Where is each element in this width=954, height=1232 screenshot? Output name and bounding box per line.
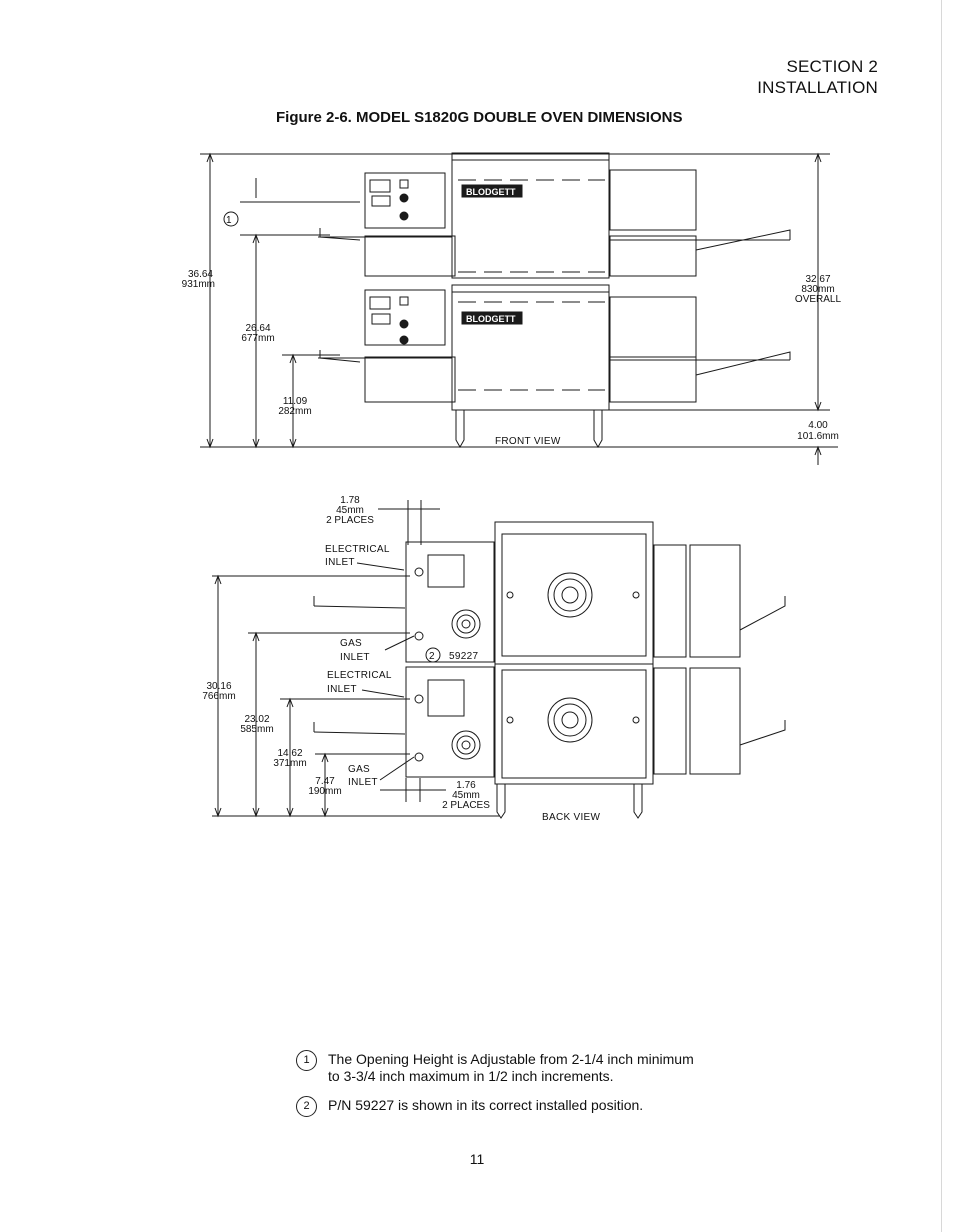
front-dim-leg-in: 4.00 xyxy=(808,420,828,431)
front-dim-lower-in: 11.09 xyxy=(283,396,308,407)
note-1: 1 The Opening Height is Adjustable from … xyxy=(296,1050,796,1090)
back-electrical-inlet-lower: ELECTRICAL xyxy=(327,670,392,681)
note-2: 2 P/N 59227 is shown in its correct inst… xyxy=(296,1096,796,1118)
back-dim-d3-in: 14.62 xyxy=(277,748,302,759)
front-dim-overall-label: OVERALL xyxy=(795,294,842,305)
back-dim-d1-mm: 766mm xyxy=(202,691,235,702)
front-dim-total-in: 36.64 xyxy=(188,269,213,280)
back-dim-bottom-in: 1.76 xyxy=(456,780,476,791)
page-edge xyxy=(941,0,942,1232)
back-dim-d2-in: 23.02 xyxy=(244,714,269,725)
front-dim-overall-mm: 830mm xyxy=(801,284,834,295)
back-gas-inlet-upper-b: INLET xyxy=(340,652,370,663)
note-1-line-2: to 3-3/4 inch maximum in 1/2 inch increm… xyxy=(328,1068,614,1084)
back-gas-inlet-lower: GAS xyxy=(348,764,370,775)
back-electrical-inlet-upper: ELECTRICAL xyxy=(325,544,390,555)
note-2-text: P/N 59227 is shown in its correct instal… xyxy=(328,1097,644,1113)
back-electrical-inlet-upper-b: INLET xyxy=(325,557,355,568)
back-gas-inlet-upper: GAS xyxy=(340,638,362,649)
back-dim-top-in: 1.78 xyxy=(340,495,360,506)
note-1-text: The Opening Height is Adjustable from 2-… xyxy=(328,1051,694,1085)
back-part-callout: 2 xyxy=(429,651,435,662)
page-number: 11 xyxy=(469,1151,485,1167)
front-callout-1: 1 xyxy=(226,215,232,226)
front-brand-lower: BLODGETT xyxy=(466,314,516,324)
section-subtitle: INSTALLATION xyxy=(757,78,878,97)
back-dim-d1-in: 30.16 xyxy=(206,681,231,692)
note-1-line-1: The Opening Height is Adjustable from 2-… xyxy=(328,1051,694,1067)
back-gas-inlet-lower-b: INLET xyxy=(348,777,378,788)
back-dim-top-places: 2 PLACES xyxy=(326,515,374,526)
note-2-marker: 2 xyxy=(296,1096,317,1117)
back-dim-top-mm: 45mm xyxy=(336,505,364,516)
front-view-drawing xyxy=(200,152,838,465)
back-dim-bottom-mm: 45mm xyxy=(452,790,480,801)
back-dim-d3-mm: 371mm xyxy=(273,758,306,769)
back-dim-bottom-places: 2 PLACES xyxy=(442,800,490,811)
section-label: SECTION 2 xyxy=(786,57,878,76)
front-brand-upper: BLODGETT xyxy=(466,187,516,197)
back-view-label: BACK VIEW xyxy=(542,812,601,823)
section-header: SECTION 2 INSTALLATION xyxy=(757,56,878,98)
back-dim-d4-in: 7.47 xyxy=(315,776,335,787)
front-dim-upper-mm: 677mm xyxy=(241,333,274,344)
front-dim-overall-in: 32.67 xyxy=(805,274,830,285)
front-dim-leg-mm: 101.6mm xyxy=(797,431,839,442)
back-dim-d2-mm: 585mm xyxy=(240,724,273,735)
front-view-label: FRONT VIEW xyxy=(495,436,561,447)
front-dim-upper-in: 26.64 xyxy=(245,323,270,334)
note-1-marker: 1 xyxy=(296,1050,317,1071)
front-dim-lower-mm: 282mm xyxy=(278,406,311,417)
figure-title: Figure 2-6. MODEL S1820G DOUBLE OVEN DIM… xyxy=(276,109,683,126)
front-dim-total-mm: 931mm xyxy=(182,279,215,290)
back-dim-d4-mm: 190mm xyxy=(308,786,341,797)
back-electrical-inlet-lower-b: INLET xyxy=(327,684,357,695)
back-view-drawing xyxy=(212,500,786,819)
back-part-number: 59227 xyxy=(449,651,478,662)
